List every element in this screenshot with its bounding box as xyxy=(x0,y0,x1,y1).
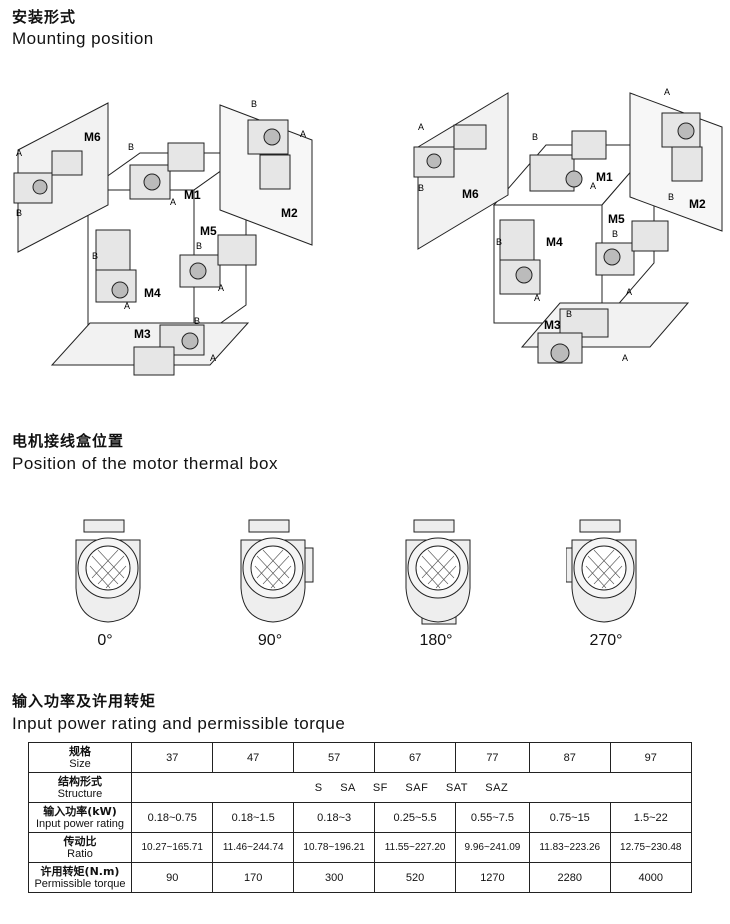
svg-text:B: B xyxy=(92,251,98,261)
structure-cell: S SA SF SAF SAT SAZ xyxy=(131,772,692,803)
size-cell: 97 xyxy=(609,742,693,773)
label-m2-right: M2 xyxy=(689,197,706,211)
svg-text:B: B xyxy=(196,241,202,251)
power-cell: 1.5~22 xyxy=(609,802,693,833)
angle-label-270: 270° xyxy=(589,632,623,649)
torque-cell: 1270 xyxy=(454,862,531,893)
mounting-title-en: Mounting position xyxy=(12,29,154,48)
svg-text:B: B xyxy=(251,99,257,109)
svg-text:A: A xyxy=(590,181,596,191)
svg-text:B: B xyxy=(418,183,424,193)
angle-label-90: 90° xyxy=(257,632,283,649)
svg-text:A: A xyxy=(300,129,306,139)
ratio-cell: 10.27~165.71 xyxy=(130,832,214,863)
label-m3-right: M3 xyxy=(544,318,561,332)
power-cell: 0.25~5.5 xyxy=(374,802,456,833)
power-cell: 0.18~0.75 xyxy=(130,802,214,833)
label-m3-left: M3 xyxy=(134,327,151,341)
ratio-cell: 11.83~223.26 xyxy=(529,832,611,863)
size-cell: 47 xyxy=(212,742,294,773)
angle-label-180: 180° xyxy=(419,632,453,649)
power-cell: 0.18~1.5 xyxy=(212,802,294,833)
ratio-cell: 9.96~241.09 xyxy=(454,832,531,863)
ratio-cell: 11.55~227.20 xyxy=(374,832,456,863)
power-cell: 0.18~3 xyxy=(292,802,376,833)
table-row-torque: 许用转矩(N.m)Permissible torque 90 170 300 5… xyxy=(28,862,693,893)
mounting-diagram-right: M6 M1 M2 M5 M4 M3 A B B A A B B A B A B A xyxy=(413,87,723,364)
svg-text:B: B xyxy=(496,237,502,247)
power-cell: 0.55~7.5 xyxy=(454,802,531,833)
torque-cell: 300 xyxy=(292,862,376,893)
size-cell: 67 xyxy=(374,742,456,773)
svg-text:B: B xyxy=(194,316,200,326)
label-m2-left: M2 xyxy=(281,206,298,220)
svg-text:B: B xyxy=(532,132,538,142)
svg-text:A: A xyxy=(664,87,670,97)
torque-cell: 2280 xyxy=(529,862,611,893)
thermal-box-0 xyxy=(75,519,141,623)
power-title-en: Input power rating and permissible torqu… xyxy=(12,714,346,733)
svg-text:A: A xyxy=(170,197,176,207)
ratio-cell: 10.78~196.21 xyxy=(292,832,376,863)
thermal-box-90 xyxy=(240,519,314,623)
label-m6-left: M6 xyxy=(84,130,101,144)
ratio-cell: 12.75~230.48 xyxy=(609,832,693,863)
table-row-power: 输入功率(kW)Input power rating 0.18~0.75 0.1… xyxy=(28,802,693,833)
thermal-title-en: Position of the motor thermal box xyxy=(12,454,278,473)
row-header-power: 输入功率(kW)Input power rating xyxy=(28,802,132,833)
size-cell: 37 xyxy=(130,742,214,773)
label-m6-right: M6 xyxy=(462,187,479,201)
power-title-cn: 输入功率及许用转矩 xyxy=(12,692,157,710)
svg-text:B: B xyxy=(668,192,674,202)
row-header-torque: 许用转矩(N.m)Permissible torque xyxy=(28,862,132,893)
label-m4-left: M4 xyxy=(144,286,161,300)
svg-text:B: B xyxy=(128,142,134,152)
svg-text:A: A xyxy=(626,287,632,297)
svg-text:A: A xyxy=(534,293,540,303)
mounting-diagram-left: M6 M1 M2 M5 M4 M3 A B B A B A B A B A B A xyxy=(13,99,313,376)
svg-text:A: A xyxy=(124,301,130,311)
svg-text:A: A xyxy=(16,148,22,158)
ratio-cell: 11.46~244.74 xyxy=(212,832,294,863)
torque-cell: 4000 xyxy=(609,862,693,893)
svg-text:B: B xyxy=(612,229,618,239)
thermal-box-180 xyxy=(405,519,471,625)
label-m4-right: M4 xyxy=(546,235,563,249)
torque-cell: 170 xyxy=(212,862,294,893)
mounting-title-cn: 安装形式 xyxy=(12,8,77,26)
power-cell: 0.75~15 xyxy=(529,802,611,833)
label-m1-left: M1 xyxy=(184,188,201,202)
svg-text:A: A xyxy=(418,122,424,132)
thermal-title-cn: 电机接线盒位置 xyxy=(12,432,125,450)
torque-cell: 520 xyxy=(374,862,456,893)
angle-label-0: 0° xyxy=(97,632,113,649)
label-m1-right: M1 xyxy=(596,170,613,184)
svg-text:B: B xyxy=(16,208,22,218)
torque-cell: 90 xyxy=(130,862,214,893)
svg-text:B: B xyxy=(566,309,572,319)
label-m5-left: M5 xyxy=(200,224,217,238)
size-cell: 77 xyxy=(454,742,531,773)
label-m5-right: M5 xyxy=(608,212,625,226)
svg-text:A: A xyxy=(218,283,224,293)
size-cell: 57 xyxy=(292,742,376,773)
svg-text:A: A xyxy=(210,353,216,363)
thermal-box-270 xyxy=(566,519,637,623)
size-cell: 87 xyxy=(529,742,611,773)
svg-text:A: A xyxy=(622,353,628,363)
